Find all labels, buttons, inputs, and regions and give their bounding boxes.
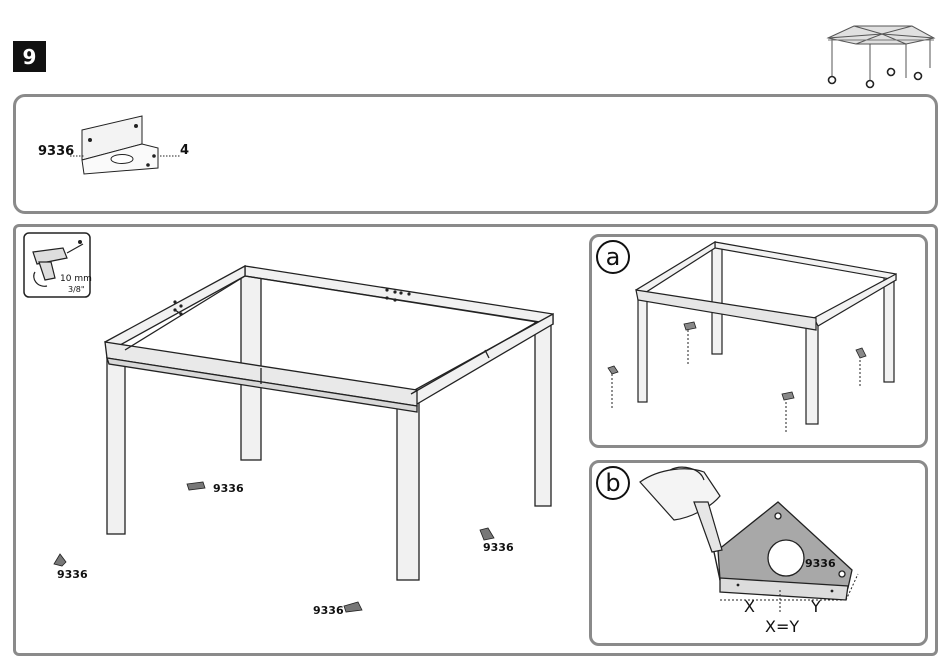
callout-label-3: 9336: [483, 541, 514, 554]
detail-a-frame-drawing: [600, 238, 920, 443]
dimension-x-label: X: [744, 597, 755, 616]
dimension-equation-label: X=Y: [765, 617, 799, 636]
bracket-callout-1: [185, 480, 209, 494]
callout-label-4: 9336: [313, 604, 344, 617]
corner-bracket-icon: [66, 112, 186, 182]
callout-label-2: 9336: [57, 568, 88, 581]
gazebo-frame-drawing: [95, 258, 575, 588]
dimension-y-label: Y: [811, 597, 821, 616]
bracket-callout-2: [52, 552, 70, 568]
bracket-callout-4: [342, 600, 364, 614]
detail-b-code-label: 9336: [805, 557, 836, 570]
callout-label-1: 9336: [213, 482, 244, 495]
detail-b-drilling-drawing: [600, 462, 920, 642]
gazebo-thumbnail-icon: [826, 22, 938, 92]
drill-size-mm: 10 mm: [60, 274, 92, 284]
drill-size-inch: 3/8": [68, 285, 85, 294]
step-number-badge: 9: [13, 41, 46, 72]
bracket-callout-3: [478, 526, 496, 542]
